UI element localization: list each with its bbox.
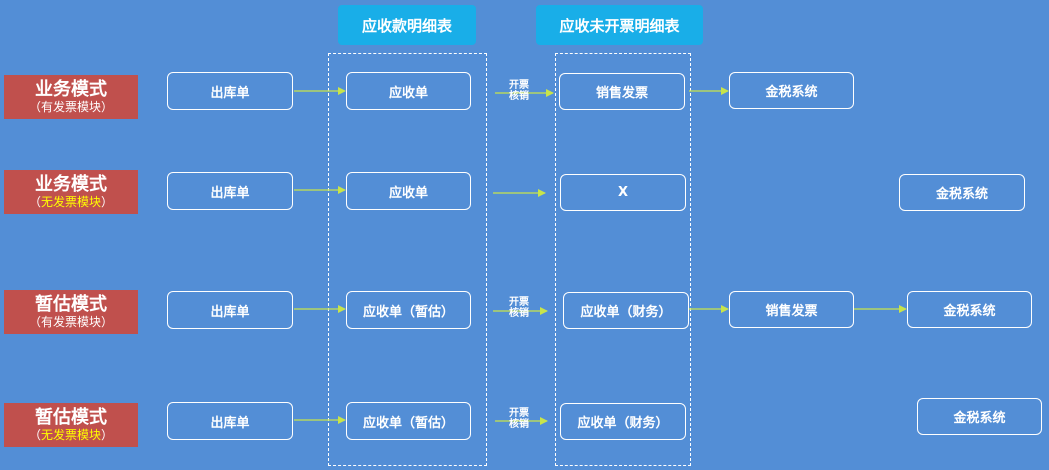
uninvoiced-column-frame <box>555 53 691 466</box>
mode-label-row1: 业务模式 （ 有发票模块 ） <box>4 75 138 119</box>
provisional-receivable-box[interactable]: 应收单（暂估） <box>346 402 471 440</box>
finance-receivable-box[interactable]: 应收单（财务） <box>563 292 689 329</box>
outbound-order-box[interactable]: 出库单 <box>167 402 293 440</box>
outbound-order-box[interactable]: 出库单 <box>167 172 293 210</box>
provisional-receivable-box[interactable]: 应收单（暂估） <box>346 291 471 329</box>
mode-label-row4: 暂估模式 （ 无发票模块 ） <box>4 403 138 447</box>
mode-title: 业务模式 <box>35 173 107 195</box>
mode-label-row3: 暂估模式 （ 有发票模块 ） <box>4 290 138 334</box>
invoice-writeoff-label: 开票 核销 <box>509 297 529 319</box>
header-uninvoiced-detail: 应收未开票明细表 <box>536 5 703 45</box>
sales-invoice-box[interactable]: 销售发票 <box>559 73 685 110</box>
mode-subtitle: （ 有发票模块 ） <box>28 314 114 329</box>
no-invoice-x-box[interactable]: X <box>560 174 686 211</box>
finance-receivable-box[interactable]: 应收单（财务） <box>560 403 686 440</box>
receivable-box[interactable]: 应收单 <box>346 172 471 210</box>
golden-tax-system-box[interactable]: 金税系统 <box>917 398 1042 435</box>
invoice-writeoff-label: 开票 核销 <box>509 408 529 430</box>
golden-tax-system-box[interactable]: 金税系统 <box>907 291 1032 328</box>
header-receivable-detail: 应收款明细表 <box>338 5 476 45</box>
invoice-writeoff-label: 开票 核销 <box>509 80 529 102</box>
mode-subtitle: （ 有发票模块 ） <box>28 99 114 114</box>
mode-subtitle: （ 无发票模块 ） <box>28 427 114 442</box>
mode-title: 暂估模式 <box>35 406 107 428</box>
mode-title: 业务模式 <box>35 78 107 100</box>
mode-subtitle: （ 无发票模块 ） <box>28 194 114 209</box>
mode-label-row2: 业务模式 （ 无发票模块 ） <box>4 170 138 214</box>
golden-tax-system-box[interactable]: 金税系统 <box>729 72 854 109</box>
mode-title: 暂估模式 <box>35 293 107 315</box>
outbound-order-box[interactable]: 出库单 <box>167 72 293 110</box>
outbound-order-box[interactable]: 出库单 <box>167 291 293 329</box>
receivable-column-frame <box>328 53 487 466</box>
receivable-box[interactable]: 应收单 <box>346 72 471 110</box>
sales-invoice-box[interactable]: 销售发票 <box>729 291 854 328</box>
golden-tax-system-box[interactable]: 金税系统 <box>899 174 1025 211</box>
